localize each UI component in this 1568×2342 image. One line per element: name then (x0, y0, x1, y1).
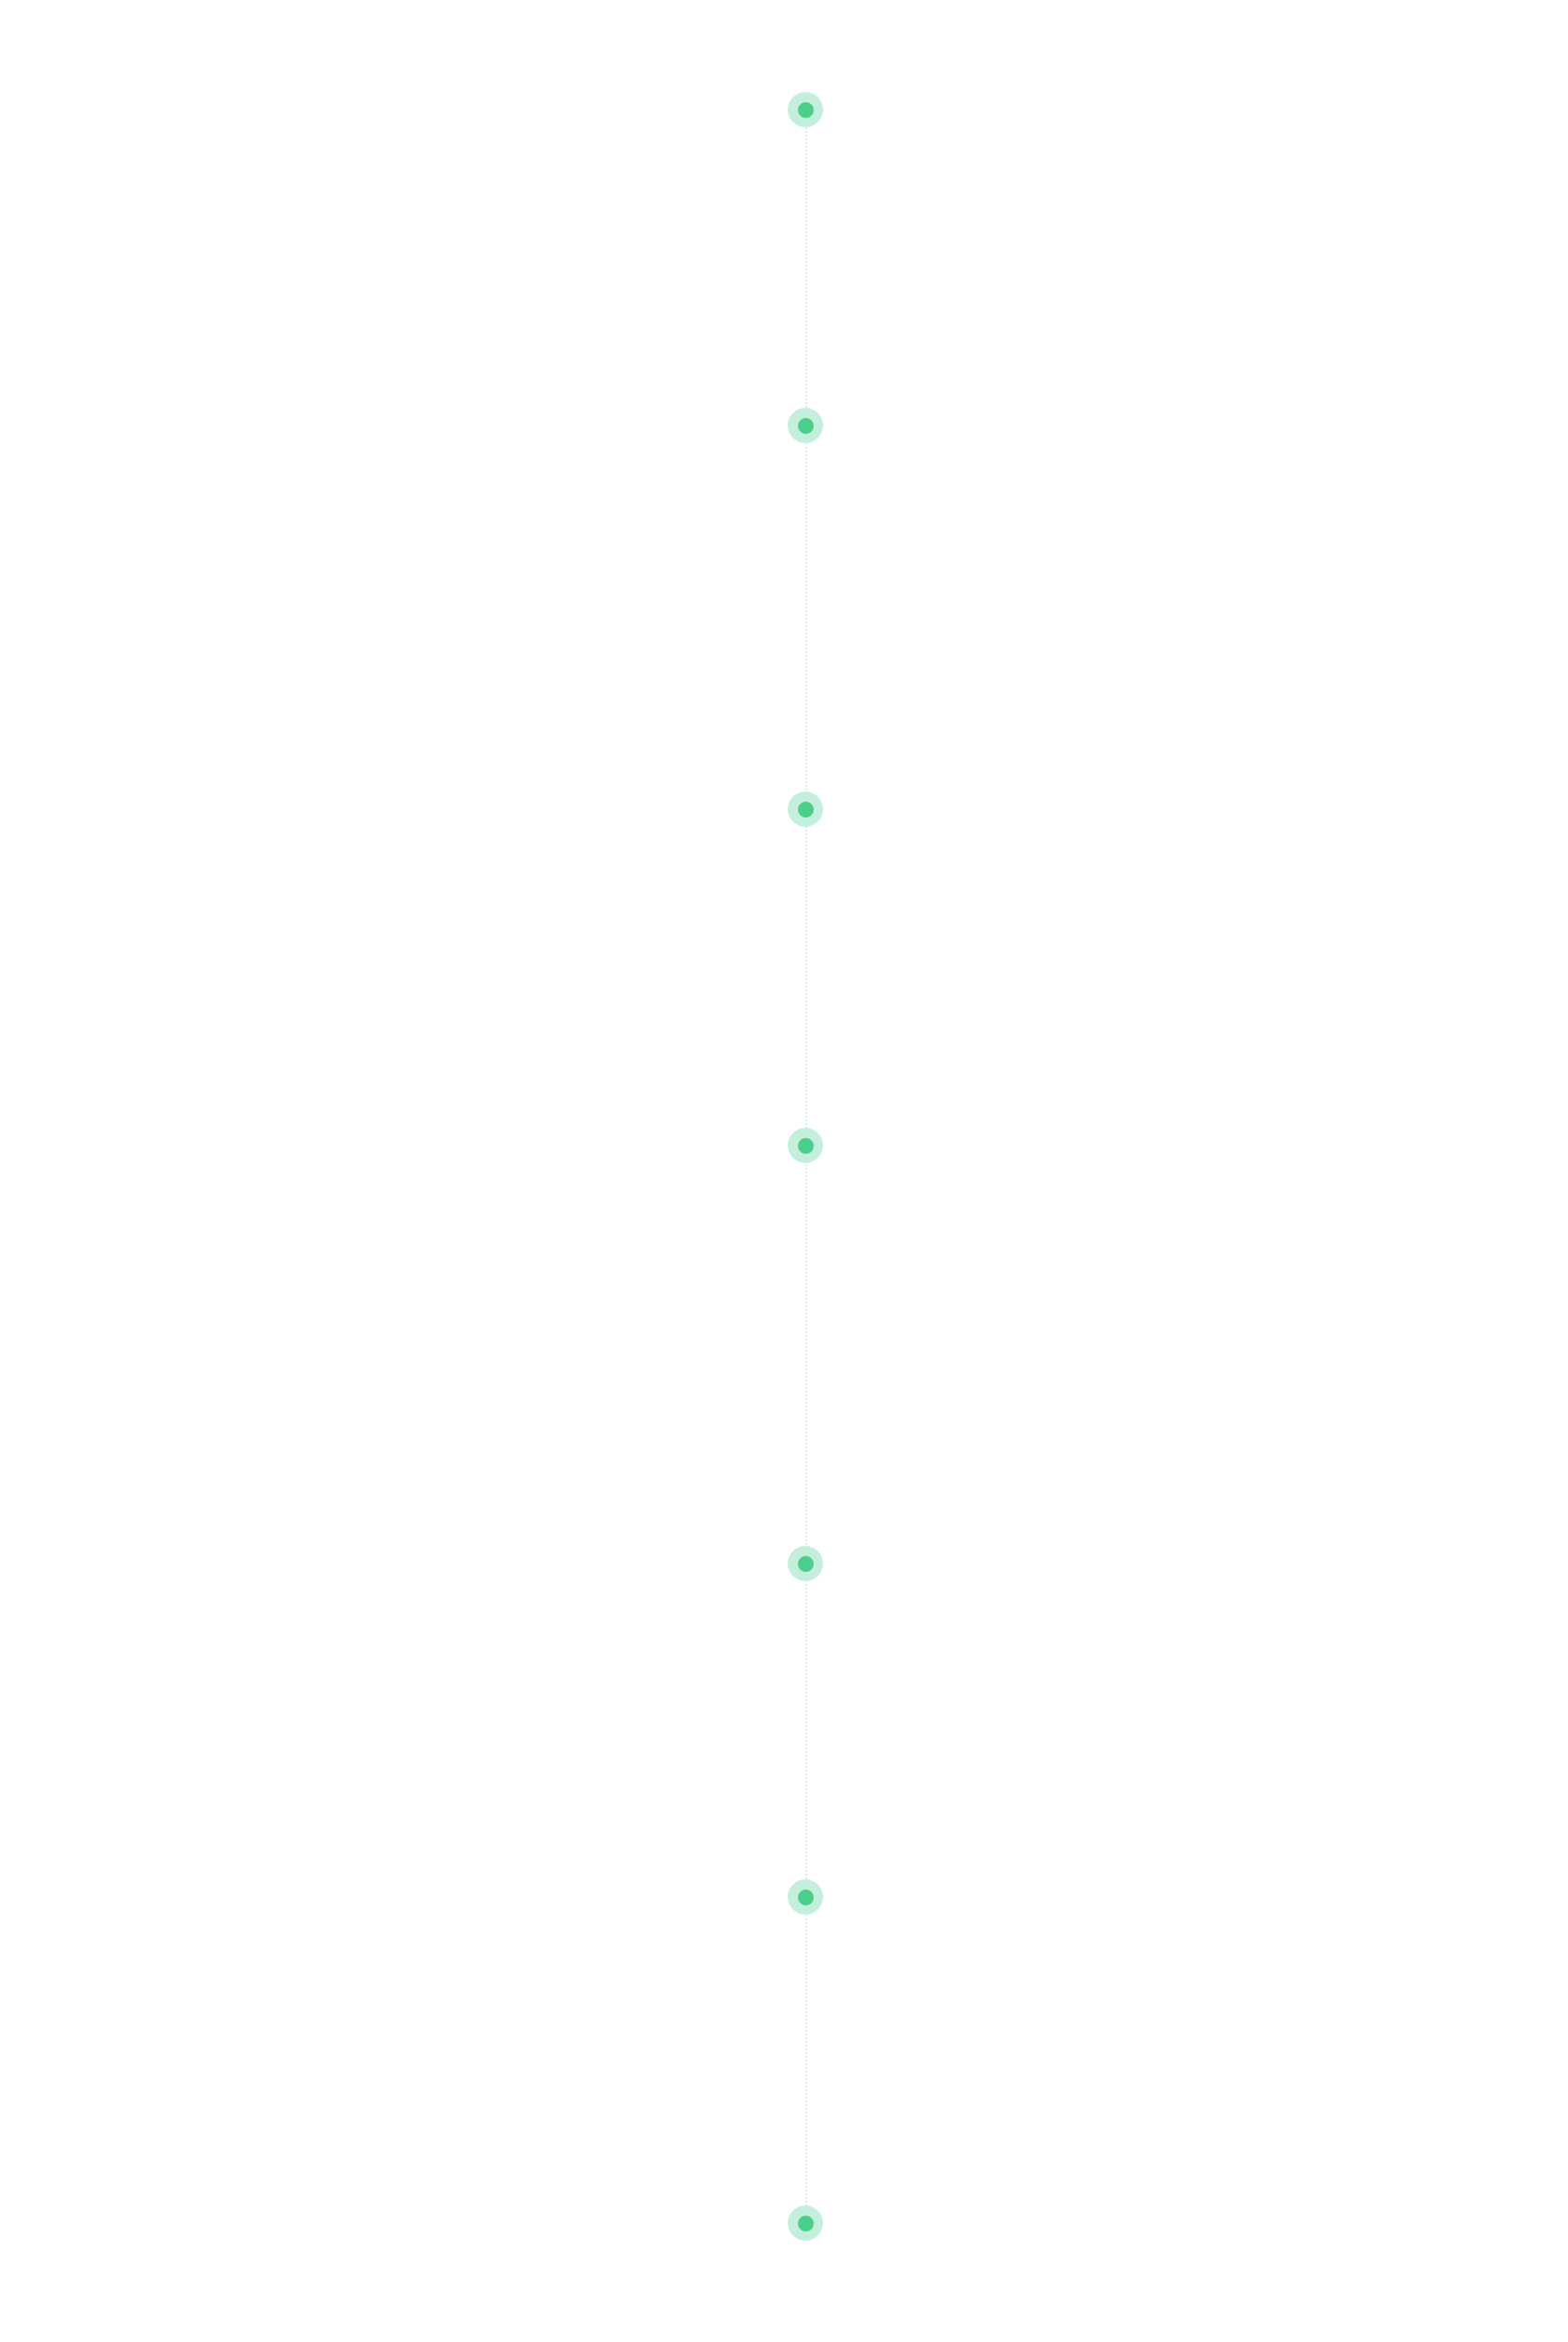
timeline-milestone-dot[interactable] (788, 792, 823, 827)
timeline-dot-core (797, 1889, 814, 1905)
timeline-milestone-dot[interactable] (788, 1546, 823, 1581)
timeline-milestone-dot[interactable] (788, 2205, 823, 2241)
timeline-milestone-dot[interactable] (788, 92, 823, 127)
timeline-connector-line (805, 110, 807, 2231)
timeline-dot-core (797, 417, 814, 434)
timeline-milestone-dot[interactable] (788, 408, 823, 443)
timeline-dot-core (797, 2215, 814, 2231)
timeline-dot-core (797, 801, 814, 818)
timeline-dot-core (797, 1137, 814, 1154)
timeline-dot-core (797, 101, 814, 118)
timeline-milestone-dot[interactable] (788, 1879, 823, 1915)
timeline-milestone-dot[interactable] (788, 1128, 823, 1163)
timeline-dot-core (797, 1555, 814, 1572)
